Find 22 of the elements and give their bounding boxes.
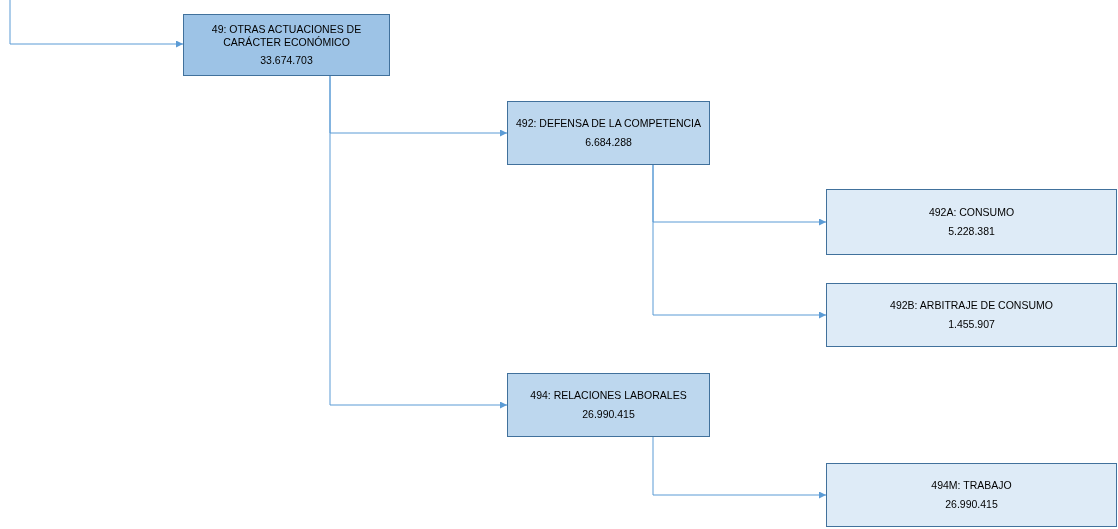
program-name: 492: DEFENSA DE LA COMPETENCIA — [516, 117, 701, 131]
budget-box — [183, 14, 390, 76]
amount: 26.990.415 — [945, 497, 998, 511]
amount: 26.990.415 — [582, 407, 635, 421]
program-name: 49: OTRAS ACTUACIONES DE CARÁCTER ECONÓMICO — [210, 22, 363, 50]
amount: 1.455.907 — [948, 317, 995, 331]
program-name: 494: RELACIONES LABORALES — [530, 389, 687, 403]
connector-arrow — [652, 164, 827, 319]
amount: 33.674.703 — [260, 54, 313, 68]
program-name: 492B: ARBITRAJE DE CONSUMO — [890, 299, 1053, 313]
program-name: 492A: CONSUMO — [928, 206, 1015, 220]
budget-box — [826, 283, 1117, 347]
amount: 6.684.288 — [585, 135, 632, 149]
amount: 5.228.381 — [948, 224, 995, 238]
budget-box — [826, 463, 1117, 527]
budget-box — [507, 373, 710, 437]
connector-arrow — [9, 0, 184, 48]
program-name: 494M: TRABAJO — [931, 479, 1012, 493]
budget-box — [507, 101, 710, 165]
budget-box — [826, 189, 1117, 255]
connector-arrow — [652, 436, 827, 499]
connector-arrow — [329, 75, 508, 409]
